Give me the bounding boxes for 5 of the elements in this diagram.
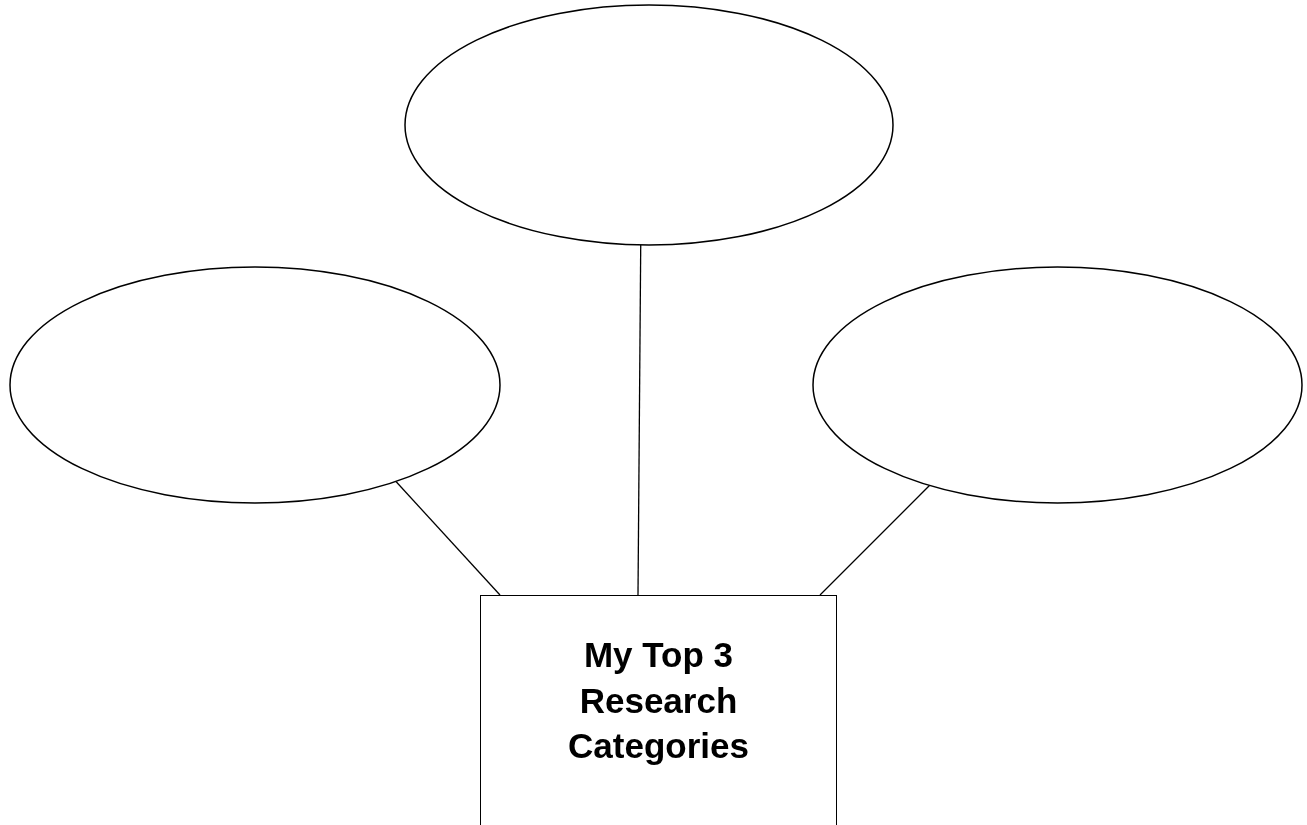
connector-line xyxy=(395,480,501,596)
box-title: My Top 3 Research Categories xyxy=(567,634,750,767)
connector-line xyxy=(819,484,931,596)
connector-line xyxy=(637,244,642,596)
title-box xyxy=(480,595,837,825)
